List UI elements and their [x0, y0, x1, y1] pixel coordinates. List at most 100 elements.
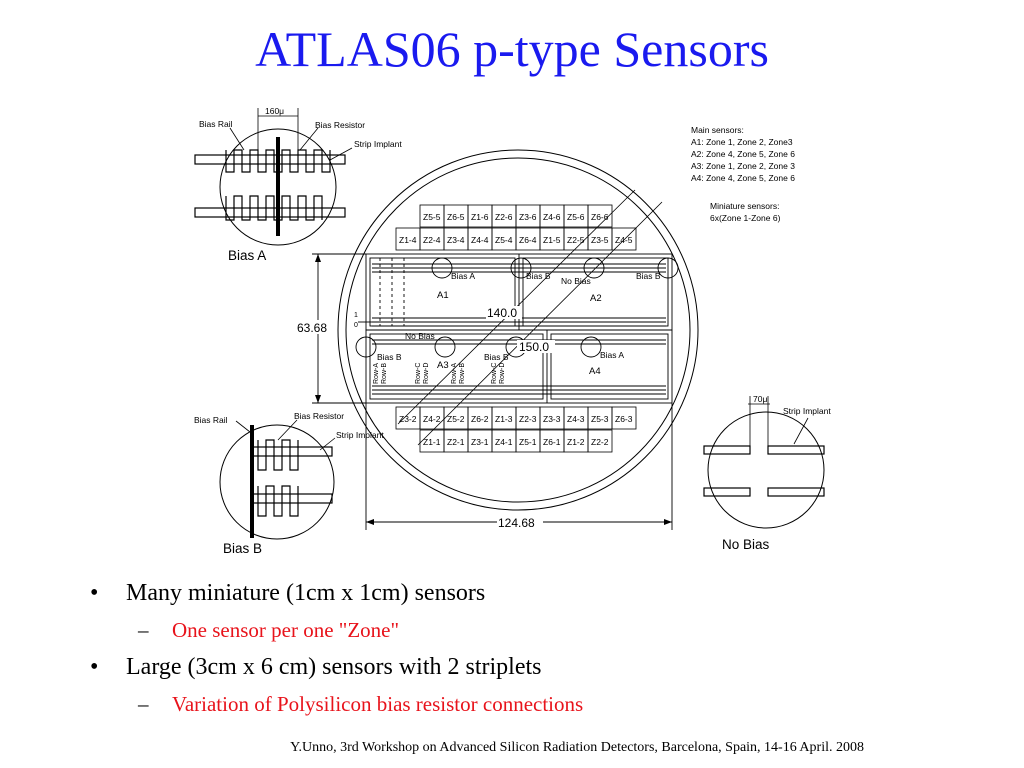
miniature-sensors-legend: Miniature sensors: 6x(Zone 1-Zone 6): [710, 201, 781, 223]
zone-label: Z5-4: [495, 235, 513, 245]
row-label: Row-C: [415, 363, 422, 384]
zone-label: Z4-3: [567, 414, 585, 424]
main-sensors-line: A3: Zone 1, Zone 2, Zone 3: [691, 161, 795, 171]
detail-bias-b-rail-label: Bias Rail: [194, 415, 228, 425]
detail-bias-b-resistor-label: Bias Resistor: [294, 411, 344, 421]
main-sensors-line: A1: Zone 1, Zone 2, Zone3: [691, 137, 793, 147]
zone-label: Z3-3: [543, 414, 561, 424]
dim-124-label: 124.68: [498, 516, 535, 530]
zone-label: Z5-1: [519, 437, 537, 447]
leader: [319, 437, 336, 451]
detail-no-bias-implant-label: Strip Implant: [783, 406, 831, 416]
strip-implant: [767, 487, 825, 497]
no-bias-label-1: No Bias: [561, 276, 591, 286]
zone-label: Z4-2: [423, 414, 441, 424]
zone-label: Z3-2: [399, 414, 417, 424]
detail-bias-a-width: 160μ: [265, 106, 284, 116]
row-label: Row-B: [459, 363, 466, 384]
detail-bias-b: Bias Rail Bias Resistor Strip Implant Bi…: [194, 411, 384, 556]
bias-marker: [583, 257, 605, 279]
strip-implant: [194, 154, 346, 165]
strip-implant: [767, 445, 825, 455]
zone-label: Z5-2: [447, 414, 465, 424]
sub-bullet-mark: –: [138, 618, 149, 642]
zone-label: Z4-6: [543, 212, 561, 222]
sub-bullet-text: One sensor per one "Zone": [172, 618, 400, 642]
dim-140-bg: [486, 306, 522, 319]
detail-no-bias-caption: No Bias: [722, 537, 770, 552]
detail-bias-a-resistor-label: Bias Resistor: [315, 120, 365, 130]
mini-sensors-line: 6x(Zone 1-Zone 6): [710, 213, 781, 223]
sensor-a3-inner: [369, 333, 544, 400]
main-sensors-legend: Main sensors: A1: Zone 1, Zone 2, Zone3A2…: [691, 125, 795, 183]
zone-label: Z3-5: [591, 235, 609, 245]
dim-140-label: 140.0: [487, 306, 517, 320]
detail-bias-a-caption: Bias A: [228, 248, 266, 263]
zone-label: Z2-4: [423, 235, 441, 245]
sensor-a3-label: A3: [437, 360, 449, 371]
zone-cell: [587, 429, 613, 453]
wafer-inner-circle: [345, 157, 691, 503]
zone-label: Z1-4: [399, 235, 417, 245]
zone-label: Z3-1: [471, 437, 489, 447]
sub-bullet-text: Variation of Polysilicon bias resistor c…: [172, 692, 584, 716]
zone-cell: [587, 204, 613, 228]
bias-marker: [657, 257, 679, 279]
main-sensors: [312, 189, 679, 530]
zone-label: Z5-6: [567, 212, 585, 222]
leader: [793, 417, 809, 445]
resistor-meander: [225, 195, 323, 221]
sensor-a4-inner: [550, 333, 669, 400]
bias-marker: [355, 336, 377, 358]
zone-label: Z6-4: [519, 235, 537, 245]
arrows: [315, 254, 672, 525]
leader: [235, 420, 251, 433]
dim-63-bg: [296, 320, 336, 334]
bias-marker: [510, 257, 532, 279]
zone-label: Z6-1: [543, 437, 561, 447]
strip-implant: [251, 493, 333, 504]
detail-bias-b-implant-label: Strip Implant: [336, 430, 384, 440]
bias-b-label-2: Bias B: [636, 271, 661, 281]
main-sensors-line: A2: Zone 4, Zone 5, Zone 6: [691, 149, 795, 159]
wafer: [337, 149, 699, 511]
mini-sensors-line: Miniature sensors:: [710, 201, 779, 211]
bias-b-label-1: Bias B: [526, 271, 551, 281]
leader: [299, 127, 319, 151]
row-label: Row-B: [381, 363, 388, 384]
sub-bullet-item: –Variation of Polysilicon bias resistor …: [90, 688, 990, 724]
sub-bullet-item: –One sensor per one "Zone": [90, 614, 990, 650]
arrow-head: [315, 395, 321, 403]
bias-marker: [431, 257, 453, 279]
slide-title: ATLAS06 p-type Sensors: [255, 21, 769, 77]
detail-no-bias-circle: [707, 411, 825, 529]
bias-a-label-1: Bias A: [451, 271, 475, 281]
detail-bias-b-caption: Bias B: [223, 541, 262, 556]
dim-124-bg: [497, 516, 543, 529]
detail-bias-a-implant-label: Strip Implant: [354, 139, 402, 149]
detail-no-bias-width: 70μ: [753, 394, 767, 404]
diagonal-150: [417, 201, 663, 446]
detail-no-bias-strips: [703, 396, 825, 497]
sensor-a2-label: A2: [590, 293, 602, 304]
zone-label: Z1-6: [471, 212, 489, 222]
zone-label: Z3-4: [447, 235, 465, 245]
zone-label: Z1-5: [543, 235, 561, 245]
main-sensors-line: Main sensors:: [691, 125, 744, 135]
strip-implant: [703, 445, 751, 455]
zone-label: Z4-5: [615, 235, 633, 245]
leader: [229, 127, 245, 151]
detail-no-bias: 70μ Strip Implant No Bias: [703, 394, 831, 552]
mini-sensor-grid: [395, 204, 637, 453]
resistor-meander: [257, 439, 299, 471]
bias-marker: [434, 336, 456, 358]
bias-b-label-3: Bias B: [377, 352, 402, 362]
sensor-a4-label: A4: [589, 366, 601, 377]
zone-cell: [611, 227, 637, 251]
detail-bias-a-rail-label: Bias Rail: [199, 119, 233, 129]
zone-label: Z5-5: [423, 212, 441, 222]
zone-label: Z2-3: [519, 414, 537, 424]
zone-label: Z6-3: [615, 414, 633, 424]
zone-label: Z5-3: [591, 414, 609, 424]
